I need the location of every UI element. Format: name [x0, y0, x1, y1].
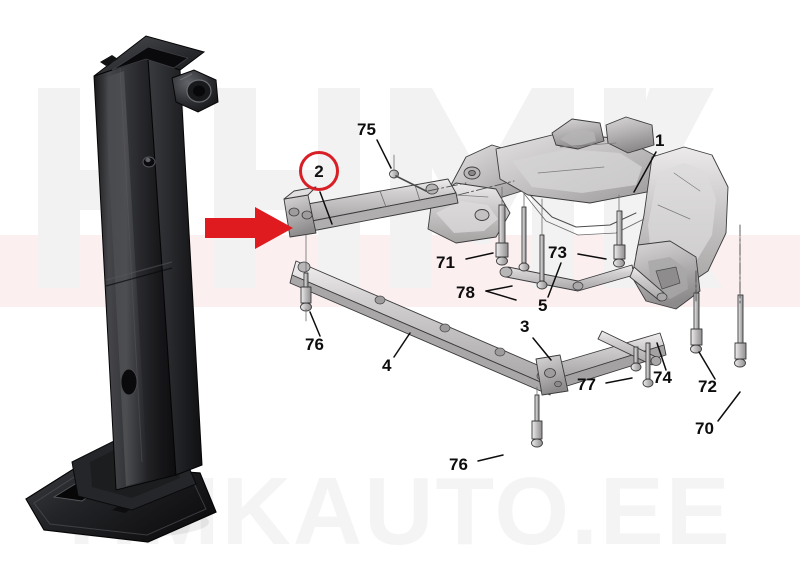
- part-number-label-73: 73: [548, 243, 567, 262]
- part-number-label-3: 3: [520, 317, 530, 336]
- part-number-label-78: 78: [456, 283, 475, 302]
- part-number-label-77: 77: [577, 375, 596, 394]
- part-number-label-72: 72: [698, 377, 717, 396]
- fastener-76-bottom: [531, 394, 543, 448]
- callout-circle-2: 2: [299, 151, 339, 191]
- part-4-lower-brace: [289, 260, 557, 396]
- subframe-exploded-diagram: [260, 95, 800, 465]
- tube-round-hole: [142, 156, 156, 168]
- part-number-label-70: 70: [695, 419, 714, 438]
- black-bracket-product-photo: [20, 10, 250, 555]
- square-tube: [93, 57, 203, 491]
- part-number-label-74: 74: [653, 368, 672, 387]
- red-pointer-arrow: [205, 205, 295, 251]
- tube-oval-slot: [120, 368, 138, 396]
- fastener-70: [734, 294, 747, 368]
- part-subframe-body: [427, 116, 729, 310]
- part-number-label-76b: 76: [449, 455, 468, 474]
- part-number-label-5: 5: [538, 296, 548, 315]
- part-number-label-4: 4: [382, 356, 392, 375]
- part-number-label-1: 1: [655, 131, 665, 150]
- tube-open-top: [93, 35, 206, 77]
- fastener-72: [690, 292, 703, 354]
- fastener-77: [630, 342, 654, 388]
- part-number-label-76: 76: [305, 335, 324, 354]
- part-number-label-71: 71: [436, 253, 455, 272]
- part-number-label-75: 75: [357, 120, 376, 139]
- callout-number: 2: [314, 161, 324, 181]
